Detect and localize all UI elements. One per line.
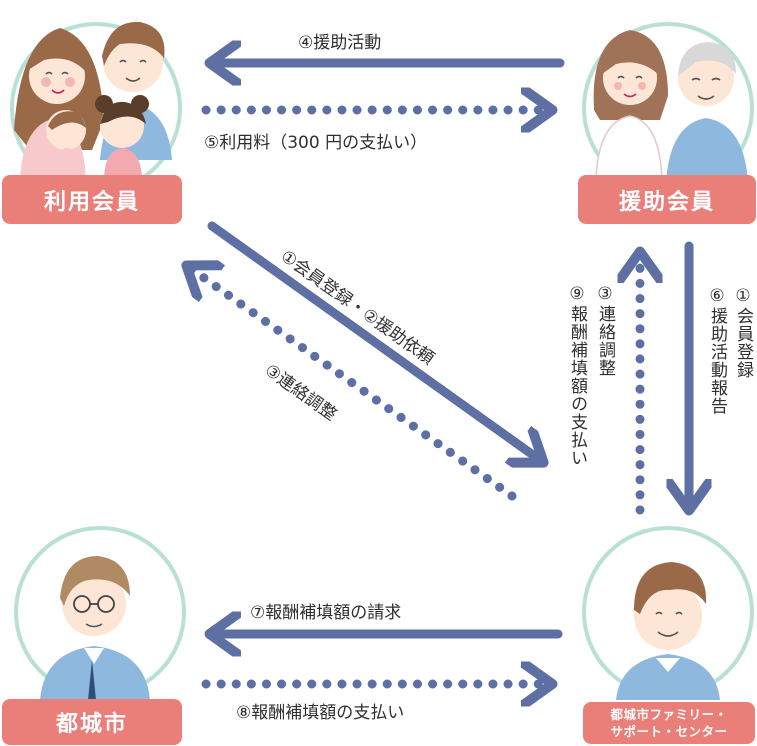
center-label-line2: サポート・センター [610,724,728,739]
arrow-e1-2 [207,221,540,460]
city-official-illustration [14,526,186,700]
edge-label-e9-column: ⑨報酬補填額の支払い [567,284,587,467]
edge-label-e1-column: ①会員登録 [733,286,753,379]
edge-label-e8: ⑧報酬補填額の支払い [236,703,405,723]
helper-couple-illustration [582,22,754,194]
edge-label-e5: ⑤利用料（300 円の支払い） [204,133,428,153]
center-label-line1: 都城市ファミリー・ [610,707,728,722]
helper-member-label: 援助会員 [578,175,756,224]
edge-label-e6-column: ⑥援助活動報告 [707,286,727,415]
center-label: 都城市ファミリー・ サポート・センター [583,702,755,744]
user-member-label: 利用会員 [2,175,182,224]
arrow-e3-diagonal [190,268,517,501]
city-label: 都城市 [2,699,182,745]
edge-label-e4: ④援助活動 [298,33,382,53]
edge-label-e7: ⑦報酬補填額の請求 [250,603,402,623]
user-family-illustration [10,21,182,194]
center-staff-illustration [582,526,754,700]
edge-label-e3-column: ③連絡調整 [595,284,615,377]
